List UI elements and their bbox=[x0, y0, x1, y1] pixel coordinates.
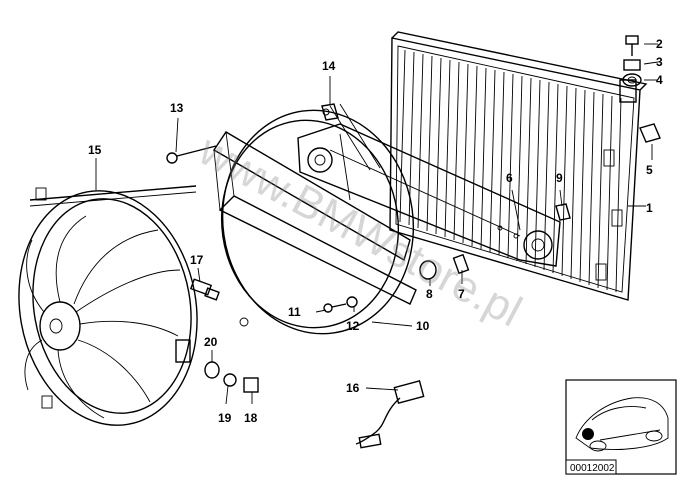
vehicle-reference-thumbnail: 00012002 bbox=[565, 379, 677, 475]
callout-4: 4 bbox=[656, 73, 663, 87]
callout-19: 19 bbox=[218, 411, 232, 425]
callout-labels: 1 2 3 4 5 6 7 8 9 10 11 12 13 14 15 16 1… bbox=[88, 37, 663, 425]
callout-9: 9 bbox=[556, 171, 563, 185]
callout-2: 2 bbox=[656, 37, 663, 51]
callout-11: 11 bbox=[288, 305, 301, 319]
callout-20: 20 bbox=[204, 335, 218, 349]
condenser bbox=[389, 31, 648, 301]
fan-assembly bbox=[18, 185, 198, 426]
callout-8: 8 bbox=[426, 287, 433, 301]
reference-code: 00012002 bbox=[570, 463, 615, 474]
callout-13: 13 bbox=[170, 101, 184, 115]
callout-16: 16 bbox=[346, 381, 360, 395]
hardware bbox=[166, 35, 661, 449]
fan-shroud bbox=[213, 103, 417, 335]
watermark-text: www.BMWstore.pl bbox=[190, 125, 529, 336]
callout-18: 18 bbox=[244, 411, 258, 425]
location-marker-icon bbox=[582, 428, 594, 440]
callout-10: 10 bbox=[416, 319, 430, 333]
callout-14: 14 bbox=[322, 59, 336, 73]
callout-17: 17 bbox=[190, 253, 204, 267]
callout-12: 12 bbox=[346, 319, 360, 333]
callout-15: 15 bbox=[88, 143, 102, 157]
callout-3: 3 bbox=[656, 55, 663, 69]
leader-lines bbox=[95, 43, 659, 405]
callout-1: 1 bbox=[646, 201, 653, 215]
callout-5: 5 bbox=[646, 163, 653, 177]
callout-7: 7 bbox=[458, 287, 465, 301]
callout-6: 6 bbox=[506, 171, 513, 185]
mounting-bracket bbox=[297, 123, 561, 267]
